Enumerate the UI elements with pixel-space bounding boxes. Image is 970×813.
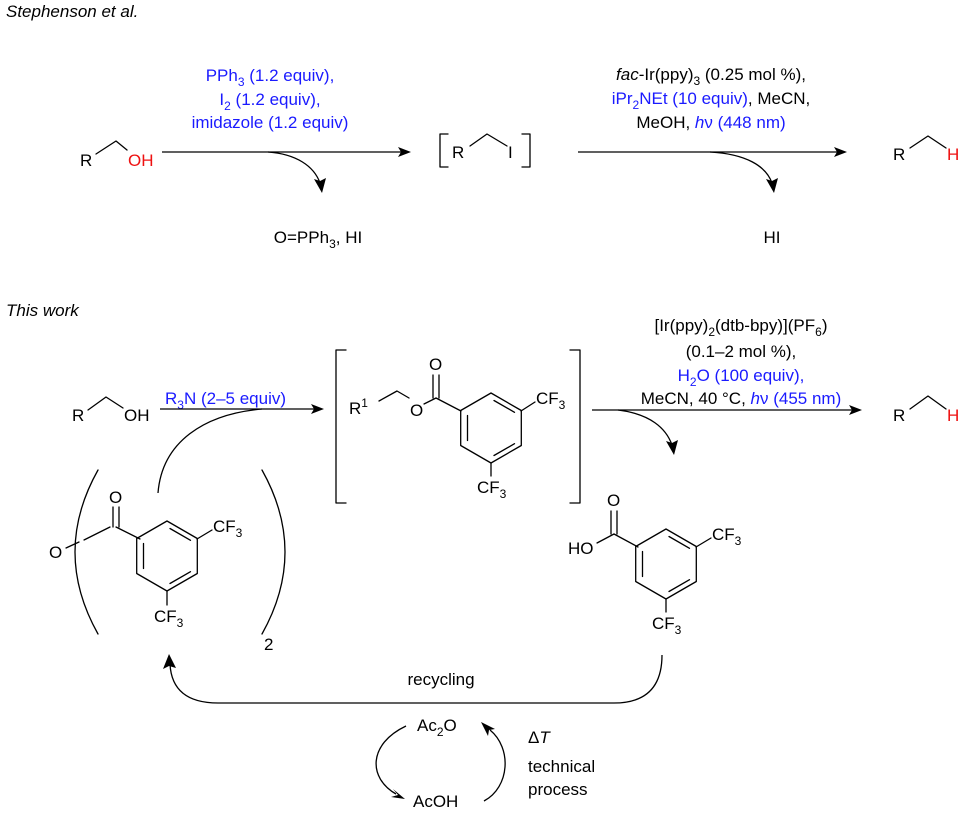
ac2o-label: Ac2O	[417, 716, 457, 739]
section2-title: This work	[6, 301, 80, 320]
svg-text:H2O (100 equiv),: H2O (100 equiv),	[678, 366, 805, 389]
reaction-arrow-2	[578, 147, 847, 193]
reactant-alcohol-1: R OH	[80, 140, 154, 170]
anhydride-o-bridge: O	[49, 543, 62, 562]
product-h-label: H	[947, 145, 959, 164]
svg-text:I2 (1.2 equiv),: I2 (1.2 equiv),	[219, 90, 320, 113]
anhydride-o-carbonyl: O	[109, 488, 122, 507]
recycling-label: recycling	[407, 670, 474, 689]
product-2: R H	[893, 395, 959, 425]
ester-cf3-bottom: CF3	[477, 478, 507, 501]
intermediate-r-label: R	[452, 143, 464, 162]
acid-cf3-bottom: CF3	[652, 614, 682, 637]
product-r-label: R	[893, 406, 905, 425]
benzoate-ester-intermediate: R1 O O CF3 CF3	[335, 349, 581, 504]
conditions-3: [Ir(ppy)2(dtb-bpy)](PF6) (0.1–2 mol %), …	[641, 316, 842, 408]
alkyl-iodide-intermediate: R I	[439, 133, 531, 168]
anhydride-multiplier: 2	[264, 635, 273, 654]
recycling-arrow	[163, 654, 663, 704]
svg-text:PPh3 (1.2 equiv),: PPh3 (1.2 equiv),	[206, 66, 335, 89]
reaction-arrow-1	[162, 147, 411, 193]
svg-text:(0.1–2 mol %),: (0.1–2 mol %),	[686, 342, 797, 361]
product-r-label: R	[893, 145, 905, 164]
reagent-amine: R3N (2–5 equiv)	[165, 389, 286, 412]
ester-o-label: O	[410, 401, 423, 420]
reactant-r-label: R	[80, 151, 92, 170]
reaction-arrow-4	[592, 405, 862, 455]
svg-text:MeCN, 40 °C, hν (455 nm): MeCN, 40 °C, hν (455 nm)	[641, 389, 842, 408]
technical-label: technical	[528, 757, 595, 776]
svg-text:fac-Ir(ppy)3 (0.25 mol %),: fac-Ir(ppy)3 (0.25 mol %),	[616, 65, 806, 88]
acid-ho-label: HO	[568, 539, 594, 558]
ester-o-carbonyl: O	[429, 355, 442, 374]
svg-text:imidazole (1.2 equiv): imidazole (1.2 equiv)	[192, 113, 349, 132]
process-label: process	[528, 780, 588, 799]
reactant-oh-label: OH	[124, 406, 150, 425]
svg-text:iPr2NEt (10 equiv), MeCN,: iPr2NEt (10 equiv), MeCN,	[612, 89, 810, 112]
svg-text:MeOH, hν (448 nm): MeOH, hν (448 nm)	[636, 113, 785, 132]
intermediate-i-label: I	[508, 143, 513, 162]
byproduct-2: HI	[764, 228, 781, 247]
conditions-1: PPh3 (1.2 equiv), I2 (1.2 equiv), imidaz…	[192, 66, 349, 132]
regeneration-cycle-arrows	[375, 722, 506, 802]
byproduct-1: O=PPh3, HI	[274, 228, 362, 251]
benzoic-anhydride: 2 O O CF3 CF3	[49, 469, 286, 654]
product-1: R H	[893, 135, 959, 164]
product-h-label: H	[947, 406, 959, 425]
anhydride-cf3-bottom: CF3	[154, 607, 184, 630]
anhydride-cf3-right: CF3	[213, 517, 243, 540]
acid-cf3-right: CF3	[712, 525, 742, 548]
section1-title: Stephenson et al.	[6, 2, 138, 21]
reaction-arrow-3	[157, 404, 324, 494]
acoh-label: AcOH	[413, 792, 458, 811]
reactant-r-label: R	[72, 406, 84, 425]
conditions-2: fac-Ir(ppy)3 (0.25 mol %), iPr2NEt (10 e…	[612, 65, 810, 132]
ester-r1-label: R1	[349, 396, 368, 418]
acid-o-carbonyl: O	[607, 491, 620, 510]
delta-t-label: ΔT	[528, 728, 551, 747]
ester-cf3-right: CF3	[536, 389, 566, 412]
benzoic-acid-byproduct: HO O CF3 CF3	[568, 491, 742, 637]
reactant-oh-label: OH	[128, 151, 154, 170]
reactant-alcohol-2: R OH	[72, 396, 150, 425]
svg-text:[Ir(ppy)2(dtb-bpy)](PF6): [Ir(ppy)2(dtb-bpy)](PF6)	[654, 316, 827, 339]
